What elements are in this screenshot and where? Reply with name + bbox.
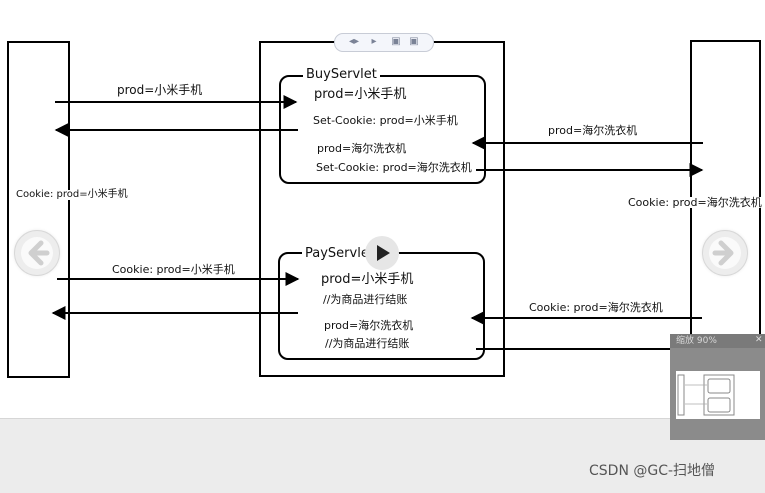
buy-servlet-title: BuyServlet (303, 68, 380, 81)
pay-servlet-title: PayServlet (302, 247, 377, 260)
play-icon (377, 245, 390, 261)
arrow-label-2: prod=海尔洗衣机 (548, 124, 638, 137)
client-right-box (690, 40, 761, 385)
client-right-cookie: Cookie: prod=海尔洗衣机 (628, 196, 762, 209)
toolbar-next-icon[interactable]: ▸ (371, 36, 377, 47)
client-left-box (7, 41, 70, 378)
buy-prod-1: prod=小米手机 (314, 87, 407, 102)
viewer-bottom-band (0, 418, 765, 493)
arrow-label-4: Cookie: prod=海尔洗衣机 (529, 301, 663, 314)
thumbnail-close-icon[interactable]: ✕ (755, 335, 763, 345)
pay-prod-2: prod=海尔洗衣机 (324, 319, 414, 332)
buy-set-cookie-1: Set-Cookie: prod=小米手机 (313, 114, 458, 127)
thumbnail-panel[interactable]: 缩放 90% ✕ (670, 334, 765, 440)
diagram-canvas (7, 40, 761, 385)
viewer-toolbar: ◂▸ ▸ ▣ ▣ (334, 33, 434, 52)
play-button[interactable] (365, 236, 399, 270)
buy-prod-2: prod=海尔洗衣机 (317, 142, 407, 155)
watermark: CSDN @GC-扫地僧 (589, 463, 716, 479)
toolbar-fullscreen-icon[interactable]: ▣ (409, 36, 419, 47)
pay-comment-2: //为商品进行结账 (325, 337, 410, 350)
prev-slide-button[interactable] (14, 230, 60, 276)
arrow-label-3: Cookie: prod=小米手机 (112, 263, 235, 276)
thumbnail-header: 缩放 90% (670, 334, 765, 348)
arrow-label-1: prod=小米手机 (117, 83, 203, 97)
toolbar-nav-arrows-icon[interactable]: ◂▸ (348, 36, 360, 47)
toolbar-fit-icon[interactable]: ▣ (391, 36, 401, 47)
client-left-cookie: Cookie: prod=小米手机 (16, 189, 128, 200)
thumbnail-preview (676, 371, 760, 419)
arrow-right-icon (709, 237, 741, 269)
pay-prod-1: prod=小米手机 (321, 272, 414, 287)
buy-set-cookie-2: Set-Cookie: prod=海尔洗衣机 (316, 161, 472, 174)
pay-comment-1: //为商品进行结账 (323, 293, 408, 306)
arrow-left-icon (21, 237, 53, 269)
thumbnail-diagram (677, 374, 735, 416)
next-slide-button[interactable] (702, 230, 748, 276)
